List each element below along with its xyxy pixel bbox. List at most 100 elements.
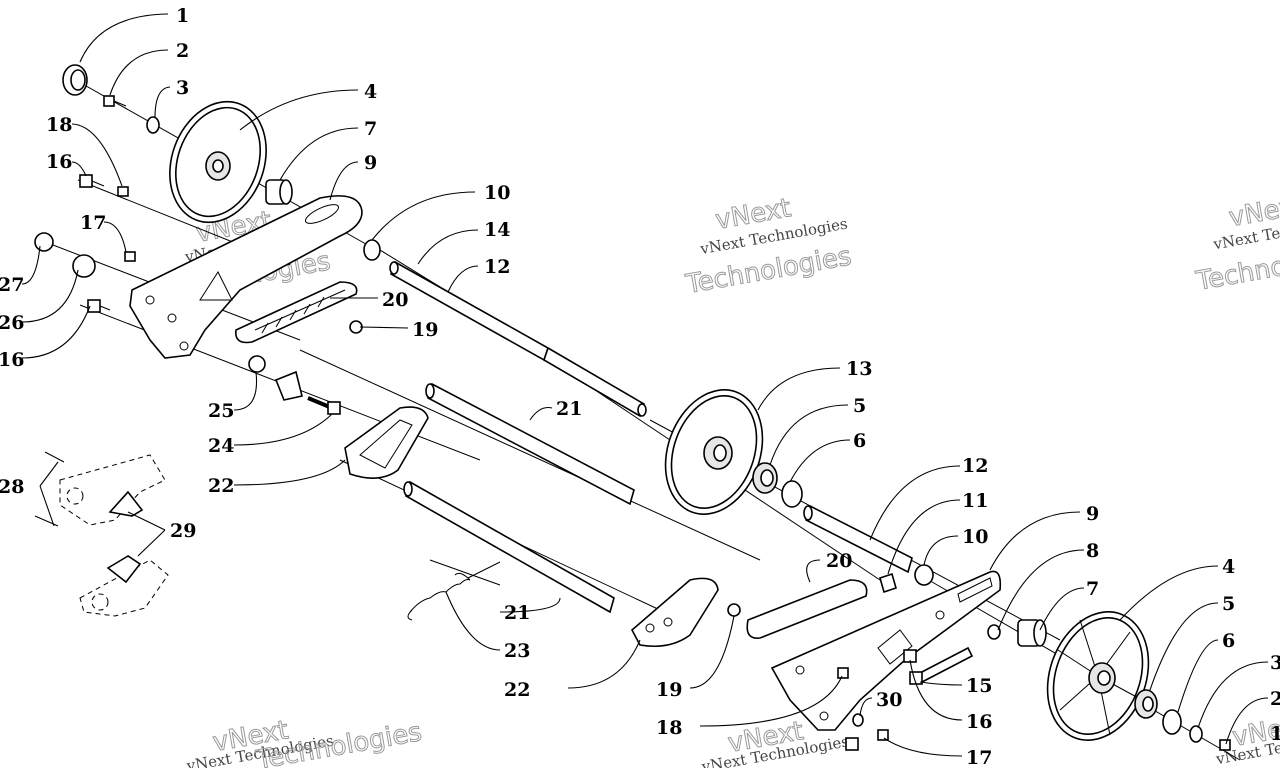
callout-1: 1 bbox=[176, 5, 189, 27]
callout-8: 8 bbox=[1086, 540, 1099, 562]
part-21-shaft-upper bbox=[425, 382, 635, 506]
callout-3: 3 bbox=[176, 77, 189, 99]
part-7-spacer-right bbox=[1017, 619, 1047, 647]
part-30-washer bbox=[852, 713, 864, 727]
callout-14: 14 bbox=[484, 219, 510, 241]
part-24-bolt bbox=[307, 396, 341, 415]
watermark-bottom-left: vNext vNext Technologies Technologies bbox=[184, 715, 424, 772]
callout-7: 7 bbox=[364, 118, 377, 140]
part-12-shaft bbox=[543, 346, 647, 418]
callout-11: 11 bbox=[962, 490, 988, 512]
part-25-spacer bbox=[248, 355, 266, 373]
callout-18-lower: 18 bbox=[656, 717, 682, 739]
part-7-spacer bbox=[265, 179, 293, 205]
callout-16: 16 bbox=[46, 151, 72, 173]
part-18-bolt-lower bbox=[837, 667, 849, 679]
callout-29: 29 bbox=[170, 520, 196, 542]
part-10-washer bbox=[363, 239, 381, 261]
part-10-washer-lower bbox=[914, 564, 934, 586]
part-17-bolt-lower bbox=[877, 729, 889, 741]
callout-19: 19 bbox=[412, 319, 438, 341]
callout-5-right: 5 bbox=[1222, 593, 1235, 615]
callout-12-lower: 12 bbox=[962, 455, 988, 477]
callout-10: 10 bbox=[484, 182, 510, 204]
part-28-pin bbox=[34, 515, 59, 527]
callout-4-right: 4 bbox=[1222, 556, 1235, 578]
callout-22: 22 bbox=[208, 475, 234, 497]
part-28-pin bbox=[44, 451, 65, 463]
part-18-bolt bbox=[117, 186, 129, 197]
callout-7-right: 7 bbox=[1086, 578, 1099, 600]
callout-3-right: 3 bbox=[1270, 652, 1280, 674]
callout-19-lower: 19 bbox=[656, 679, 682, 701]
callout-17-lower: 17 bbox=[966, 747, 992, 768]
callout-9: 9 bbox=[364, 152, 377, 174]
part-29-clip bbox=[108, 490, 144, 517]
callout-16-lower: 16 bbox=[0, 349, 24, 371]
callout-2-right: 2 bbox=[1270, 688, 1280, 710]
part-12-shaft-lower bbox=[803, 504, 913, 574]
part-9-rail-bracket-right bbox=[770, 570, 1002, 731]
callout-25: 25 bbox=[208, 400, 234, 422]
callout-24: 24 bbox=[208, 435, 234, 457]
part-26-spacer bbox=[72, 254, 96, 278]
part-4-idler-wheel bbox=[169, 100, 267, 224]
part-6-ring bbox=[781, 480, 803, 508]
part-5-bearing-right bbox=[1134, 689, 1158, 719]
callout-22-lower: 22 bbox=[504, 679, 530, 701]
callout-9-right: 9 bbox=[1086, 503, 1099, 525]
callout-21-lower: 21 bbox=[504, 602, 530, 624]
part-27-nut bbox=[34, 232, 54, 252]
callout-6-right: 6 bbox=[1222, 630, 1235, 652]
part-1-cap bbox=[62, 64, 88, 96]
part-20-slide-block bbox=[235, 281, 358, 344]
callout-12: 12 bbox=[484, 256, 510, 278]
part-6-ring-right bbox=[1162, 709, 1182, 735]
part-3-washer-right bbox=[1189, 725, 1203, 743]
callout-18: 18 bbox=[46, 114, 72, 136]
callout-16-right: 16 bbox=[966, 711, 992, 733]
part-4-spoked-wheel bbox=[1046, 611, 1150, 741]
leader-lines bbox=[21, 13, 1269, 757]
part-23-spring bbox=[407, 561, 501, 621]
callout-21: 21 bbox=[556, 398, 582, 420]
callout-4: 4 bbox=[364, 81, 377, 103]
callout-13: 13 bbox=[846, 358, 872, 380]
part-shim-bracket bbox=[274, 370, 303, 401]
part-29-clip bbox=[106, 555, 142, 584]
callout-5: 5 bbox=[853, 395, 866, 417]
callout-28: 28 bbox=[0, 476, 24, 498]
part-19-nut-lower bbox=[727, 603, 741, 617]
part-2-bolt bbox=[103, 95, 127, 107]
part-bolt-extra bbox=[845, 737, 859, 751]
part-13-idler-wheel bbox=[664, 389, 764, 515]
part-15-bolt bbox=[909, 646, 974, 685]
callout-27: 27 bbox=[0, 274, 24, 296]
callout-6: 6 bbox=[853, 430, 866, 452]
part-22-support-lower bbox=[630, 577, 719, 648]
watermark-right: vNext vNext Technologies Technologies bbox=[1193, 190, 1280, 298]
part-20-slide-block-lower bbox=[746, 579, 868, 639]
callout-23: 23 bbox=[504, 640, 530, 662]
part-22-support-upper bbox=[344, 406, 429, 479]
part-16-bolt bbox=[79, 174, 105, 188]
callout-17: 17 bbox=[80, 212, 106, 234]
part-21-shaft-lower bbox=[403, 480, 615, 614]
callout-10-lower: 10 bbox=[962, 526, 988, 548]
callout-15: 15 bbox=[966, 675, 992, 697]
watermark-center: vNext vNext Technologies Technologies bbox=[682, 193, 854, 301]
part-14-shaft bbox=[389, 260, 549, 362]
callout-2: 2 bbox=[176, 40, 189, 62]
callout-labels: 1 2 3 4 7 9 10 14 12 18 16 17 27 26 16 2… bbox=[0, 5, 1280, 769]
callout-20-lower: 20 bbox=[826, 550, 852, 572]
part-5-bearing bbox=[752, 462, 778, 494]
part-28-29-group bbox=[34, 451, 169, 617]
part-2-bolt-right bbox=[1219, 739, 1231, 751]
callout-20: 20 bbox=[382, 289, 408, 311]
callout-26: 26 bbox=[0, 312, 24, 334]
part-9-rail-bracket-left bbox=[129, 195, 363, 359]
callout-1-right: 1 bbox=[1270, 723, 1280, 745]
part-3-washer bbox=[146, 116, 160, 134]
callout-30: 30 bbox=[876, 689, 902, 711]
